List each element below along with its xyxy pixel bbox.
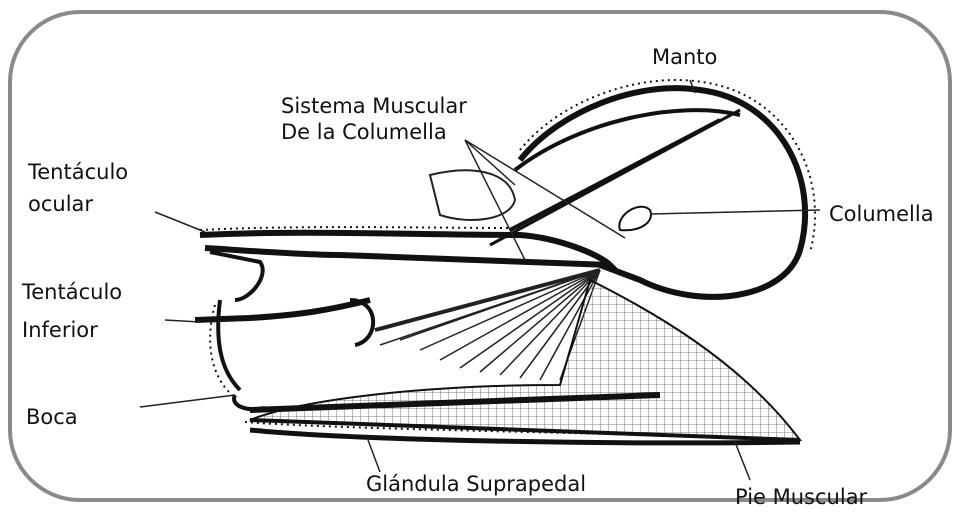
- label-boca: Boca: [26, 404, 78, 430]
- label-pie-muscular: Pie Muscular: [735, 484, 867, 510]
- ocular-tentacle-body: [200, 233, 610, 265]
- label-manto: Manto: [652, 44, 717, 70]
- label-sistema-muscular: Sistema Muscular: [281, 93, 467, 119]
- columellar-muscle: [430, 170, 515, 220]
- label-columella: Columella: [829, 201, 934, 227]
- label-de-la-columella: De la Columella: [281, 119, 447, 145]
- label-tentaculo-inferior-1: Tentáculo: [22, 279, 122, 305]
- mantle-dots: [520, 80, 815, 252]
- label-tentaculo-ocular-2: ocular: [28, 191, 93, 217]
- head-outline: [218, 300, 240, 390]
- label-tentaculo-inferior-2: Inferior: [22, 317, 98, 343]
- label-tentaculo-ocular-1: Tentáculo: [28, 159, 128, 185]
- label-glandula-suprapedal: Glándula Suprapedal: [366, 471, 586, 497]
- columella-shape: [619, 207, 651, 230]
- mantle-inner: [515, 110, 740, 170]
